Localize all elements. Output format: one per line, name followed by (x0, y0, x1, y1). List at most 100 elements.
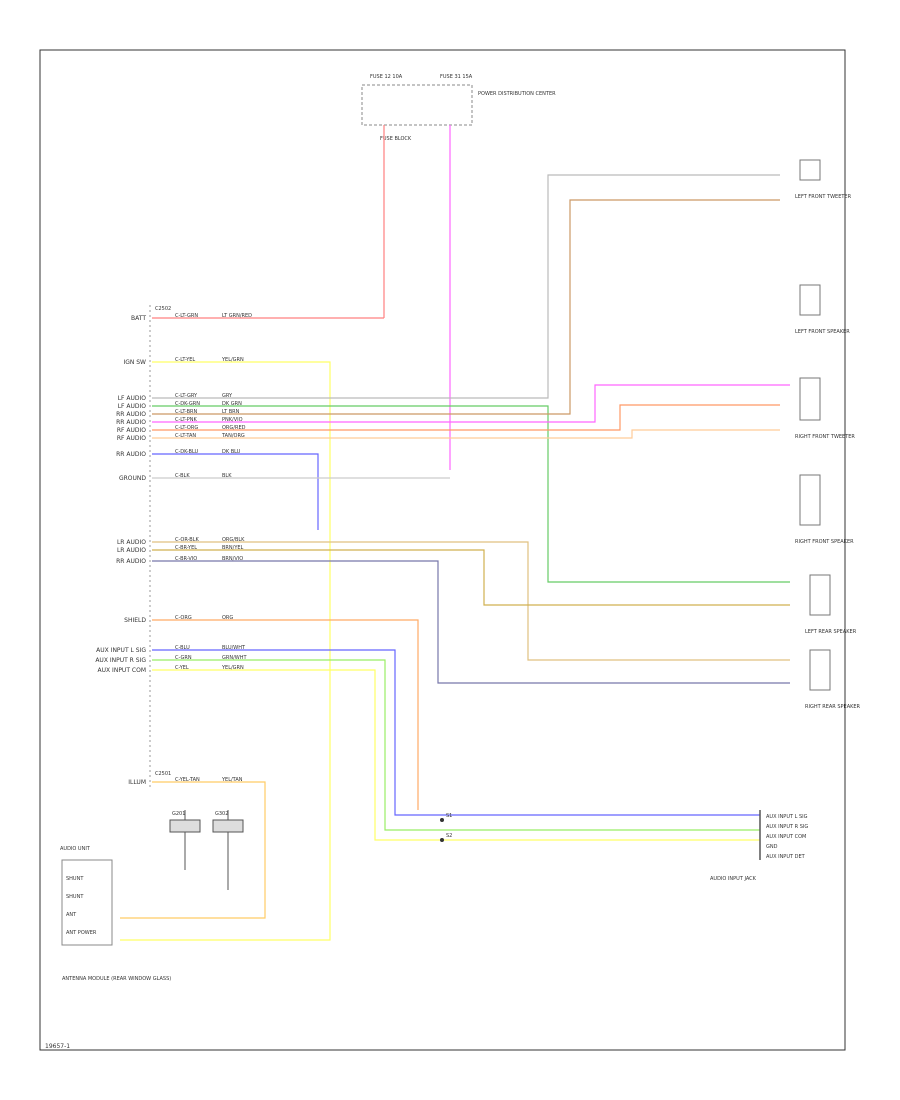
wire-code: C-LT-GRN (175, 313, 198, 319)
wire-code: C-YEL (175, 665, 189, 671)
page-id: 19657-1 (45, 1043, 70, 1050)
wire-color-label: YEL/TAN (221, 777, 243, 783)
wire-code: C-YEL-TAN (175, 777, 200, 783)
speaker-label: RIGHT FRONT SPEAKER (795, 539, 854, 545)
wire (152, 549, 790, 606)
wire-code: C-DK-BLU (175, 449, 198, 455)
wire-color-label: YEL/GRN (221, 665, 244, 671)
wire-code: C-LT-GRY (175, 393, 198, 399)
radio-pin-label: RR AUDIO (116, 411, 146, 418)
fuse-block: FUSE 12 10A FUSE 31 15A POWER DISTRIBUTI… (361, 74, 556, 142)
radio-pin-label: LF AUDIO (118, 395, 147, 402)
wire-code: C-LT-PNK (175, 417, 198, 423)
wire-code: C-ORG (175, 615, 192, 621)
wire (152, 659, 760, 831)
wire (120, 781, 266, 919)
aux-pin-label: AUX INPUT R SIG (766, 824, 808, 830)
wire-color-label: ORG (222, 615, 233, 621)
speaker-icon (799, 377, 821, 421)
wire-code: C-LT-ORG (175, 425, 198, 431)
wire-color-label: LT BRN (222, 409, 240, 415)
wire (152, 619, 419, 810)
wire-color-label: LT GRN/RED (222, 313, 252, 319)
speaker-label: LEFT REAR SPEAKER (805, 629, 857, 635)
aux-pin-label: AUX INPUT COM (766, 834, 806, 840)
radio-pin-label: AUX INPUT R SIG (95, 657, 146, 664)
ground-label-1: G201 (172, 811, 185, 817)
wire-code: C-BR-YEL (175, 545, 197, 551)
connector-id: C2502 (155, 306, 171, 312)
wire-color-label: GRN/WHT (222, 655, 247, 661)
speaker-icon (809, 574, 831, 616)
wire (152, 453, 319, 530)
aux-pin-label: GND (766, 844, 778, 850)
wire (152, 429, 780, 439)
fuse-block-label: FUSE BLOCK (380, 136, 412, 142)
wire (152, 404, 780, 431)
connector-id: C2501 (155, 771, 171, 777)
radio-pin-label: RR AUDIO (116, 451, 146, 458)
radio-pin-label: ILLUM (128, 779, 146, 786)
wire (120, 361, 331, 941)
wire-color-label: BLK (222, 473, 232, 479)
wire (152, 669, 760, 841)
radio-pin-label: LR AUDIO (117, 547, 146, 554)
splice-label: S1 (446, 813, 452, 819)
wire-color-label: PNK/VIO (222, 417, 243, 423)
speaker-label: RIGHT REAR SPEAKER (805, 704, 861, 710)
wire (152, 541, 790, 661)
radio-pin-label: RF AUDIO (117, 427, 146, 434)
audio-unit-pin: ANT (66, 912, 77, 918)
wire-color-label: TAN/ORG (221, 433, 245, 439)
wire (152, 405, 790, 583)
wire-code: C-DK-GRN (175, 401, 200, 407)
radio-pin-label: BATT (131, 315, 146, 322)
audio-unit-pin: ANT POWER (66, 930, 97, 936)
radio-pin-label: AUX INPUT COM (98, 667, 146, 674)
splice-dot (440, 838, 444, 842)
speaker-label: LEFT FRONT TWEETER (795, 194, 852, 200)
wire (152, 649, 760, 816)
wire-color-label: ORG/RED (222, 425, 246, 431)
speaker-icon (809, 649, 831, 691)
radio-pin-label: LR AUDIO (117, 539, 146, 546)
audio-unit-pin: SHUNT (66, 876, 84, 882)
wire-code: C-GRN (175, 655, 192, 661)
fuse-block-note: POWER DISTRIBUTION CENTER (478, 91, 556, 97)
aux-input-jack: AUDIO INPUT JACK (710, 810, 761, 882)
wire-code: C-BLU (175, 645, 190, 651)
wire-code: C-OR-BLK (175, 537, 199, 543)
radio-pin-label: SHIELD (124, 617, 146, 624)
speaker-icon (799, 159, 821, 181)
wire-color-label: GRY (222, 393, 233, 399)
audio-unit-pin: SHUNT (66, 894, 84, 900)
speaker-icon (799, 474, 821, 526)
ground-label-2: G302 (215, 811, 228, 817)
wire-code: C-LT-BRN (175, 409, 198, 415)
splice-label: S2 (446, 833, 452, 839)
speaker-label: LEFT FRONT SPEAKER (795, 329, 850, 335)
wire-color-label: YEL/GRN (221, 357, 244, 363)
wire-color-label: ORG/BLK (222, 537, 245, 543)
fuse-label-1: FUSE 12 10A (370, 74, 403, 80)
wire (152, 174, 780, 399)
wire-code: C-BR-VIO (175, 556, 197, 562)
radio-pin-label: GROUND (119, 475, 146, 482)
speaker-group: LEFT FRONT TWEETER LEFT FRONT SPEAKER RIGH… (795, 159, 861, 710)
wire-color-label: DK BLU (222, 449, 241, 455)
wire-code: C-LT-YEL (175, 357, 195, 363)
ground-g201: G201 (169, 810, 201, 870)
wire-color-label: BRN/YEL (222, 545, 244, 551)
aux-pin-label: AUX INPUT DET (766, 854, 806, 860)
radio-pin-label: RR AUDIO (116, 558, 146, 565)
diagram-frame (39, 49, 846, 1051)
radio-pin-label: AUX INPUT L SIG (96, 647, 146, 654)
radio-pin-label: RF AUDIO (117, 435, 146, 442)
radio-pin-label: RR AUDIO (116, 419, 146, 426)
wire-color-label: BLU/WHT (222, 645, 246, 651)
radio-pin-label: IGN SW (123, 359, 146, 366)
fuse-label-2: FUSE 31 15A (440, 74, 473, 80)
aux-pin-label: AUX INPUT L SIG (766, 814, 808, 820)
wire (152, 199, 780, 415)
